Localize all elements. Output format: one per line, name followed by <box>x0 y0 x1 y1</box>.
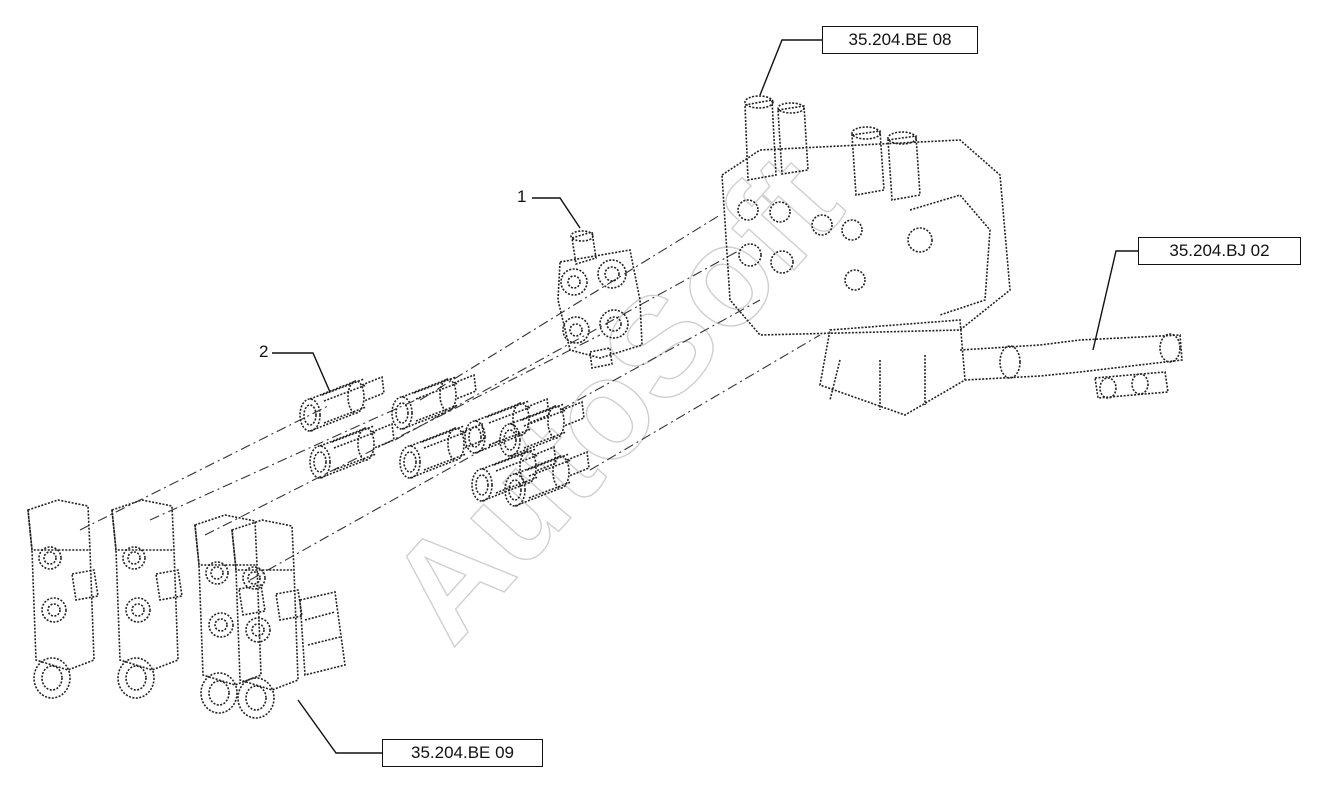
item-number-1: 1 <box>517 187 527 206</box>
tee-fitting-part <box>557 230 643 369</box>
reference-label-be08[interactable]: 35.204.BE 08 <box>822 26 978 54</box>
item-number-2: 2 <box>259 342 269 361</box>
lower-end-plate <box>299 591 346 677</box>
reference-label-be09[interactable]: 35.204.BE 09 <box>382 739 543 767</box>
watermark-text: AutoSoft <box>358 125 870 669</box>
lower-valve-sections <box>27 499 303 719</box>
reference-label-bj02[interactable]: 35.204.BJ 02 <box>1138 237 1301 265</box>
alignment-lines <box>79 214 821 581</box>
watermark: AutoSoft <box>357 125 870 671</box>
leader-lines <box>272 39 1138 754</box>
main-valve-assembly <box>721 95 1183 416</box>
